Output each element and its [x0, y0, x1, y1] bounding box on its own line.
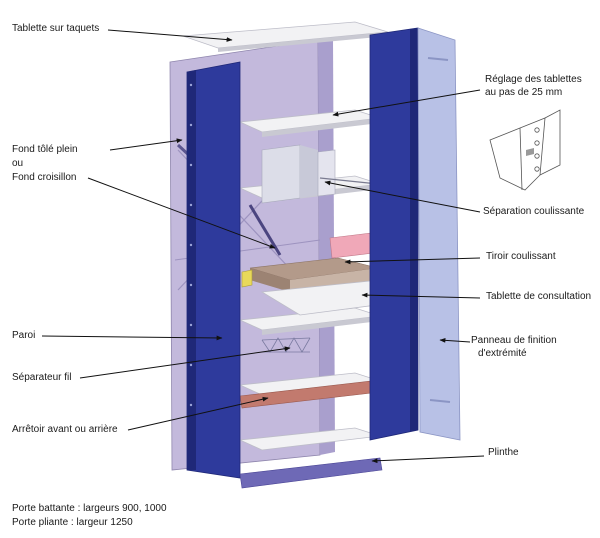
label-arretoir: Arrêtoir avant ou arrière — [12, 424, 118, 435]
end-panel — [417, 27, 461, 441]
sliding-separation — [261, 144, 379, 204]
plinth — [239, 457, 383, 489]
wire-separator — [261, 337, 311, 353]
label-reglage-line1: Réglage des tablettes — [485, 74, 582, 85]
label-fond-line2: ou — [12, 158, 24, 169]
label-separateur-fil: Séparateur fil — [12, 372, 72, 383]
label-tiroir-coulissant: Tiroir coulissant — [486, 251, 556, 262]
label-fond-line1: Fond tôlé plein — [12, 144, 78, 155]
label-fond-line3: Fond croisillon — [12, 172, 77, 183]
note-porte-pliante: Porte pliante : largeur 1250 — [12, 517, 133, 528]
leader-lines — [41, 29, 485, 464]
label-panneau-line2: d'extrémité — [478, 348, 527, 359]
label-separation-coulissante: Séparation coulissante — [483, 206, 585, 217]
label-paroi: Paroi — [12, 330, 36, 341]
label-reglage-line2: au pas de 25 mm — [485, 87, 563, 98]
label-plinthe: Plinthe — [488, 447, 519, 458]
back-upright — [318, 38, 335, 455]
label-tablette-sur-taquets: Tablette sur taquets — [12, 23, 100, 34]
note-porte-battante: Porte battante : largeurs 900, 1000 — [12, 503, 167, 514]
label-tablette-consultation: Tablette de consultation — [486, 291, 592, 302]
label-panneau-line1: Panneau de finition — [471, 335, 557, 346]
adjustment-detail-inset — [489, 109, 561, 191]
